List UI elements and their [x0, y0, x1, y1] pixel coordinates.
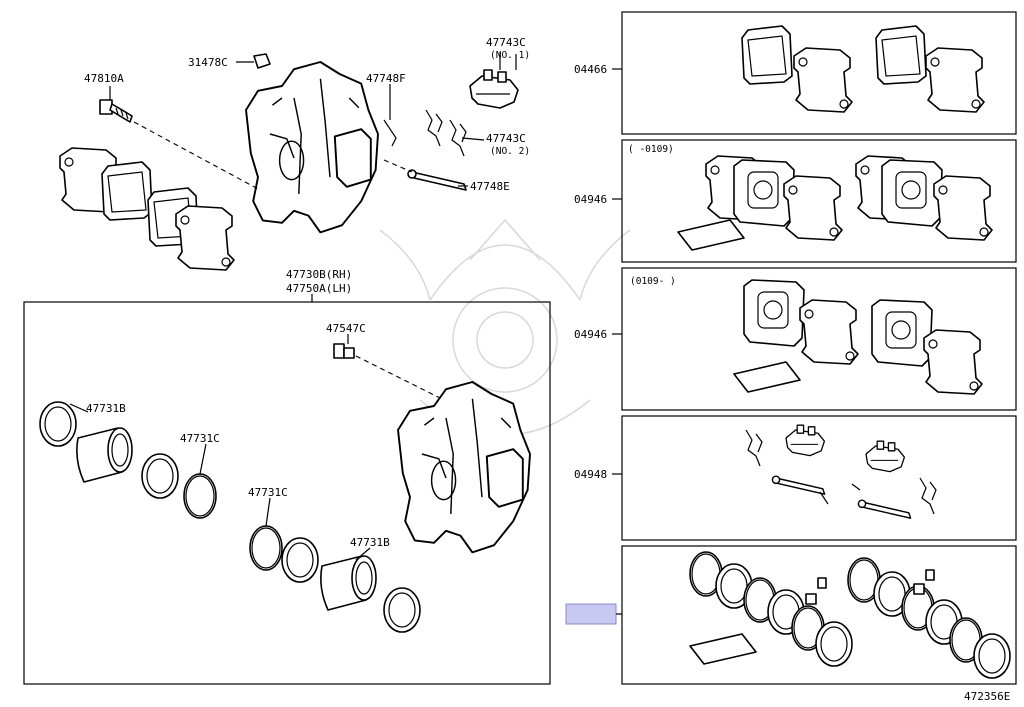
- caliper-piston: [76, 427, 133, 483]
- label-piston-b: 47731B: [350, 536, 390, 549]
- piston-seal-ring: [39, 401, 77, 447]
- pad-clip: [425, 109, 443, 147]
- label-retainer-no2-note: (NO. 2): [490, 146, 530, 157]
- piston-seal-ring: [383, 587, 421, 633]
- kit-box-1: [621, 11, 1017, 135]
- piston-o-ring: [183, 473, 217, 519]
- label-bleeder: 47547C: [326, 322, 366, 335]
- kit-2-pads: [677, 155, 993, 251]
- brake-pad: [175, 205, 235, 271]
- caliper-piston: [320, 555, 377, 611]
- kit-1-pads: [741, 25, 985, 113]
- kit-note-2: ( -0109): [628, 144, 674, 155]
- kit-4-hardware: [745, 424, 937, 519]
- piston-seal-ring: [141, 453, 179, 499]
- brake-pad: [101, 161, 153, 221]
- lower-assembly: [39, 334, 531, 633]
- grease-packet: [677, 219, 745, 251]
- caliper-pin: [407, 169, 467, 191]
- label-retainer-no1: 47743C: [486, 36, 526, 49]
- piston-o-ring: [249, 525, 283, 571]
- label-screw: 47810A: [84, 72, 124, 85]
- bleeder-cap: [253, 53, 271, 69]
- label-piston-a: 47731B: [86, 402, 126, 415]
- label-cylinder-rh: 47730B(RH): [286, 268, 352, 281]
- mounting-bolt: [99, 99, 133, 123]
- grease-packet: [689, 633, 757, 665]
- kit-code-1: 04466: [574, 63, 607, 76]
- caliper-body: [397, 381, 531, 554]
- upper-assembly: [59, 52, 519, 271]
- kit-3-shims: [733, 279, 983, 395]
- pin-clip: [383, 119, 397, 147]
- kit-box-4: [621, 415, 1017, 541]
- label-retainer-no1-note: (NO. 1): [490, 50, 530, 61]
- label-seal-a: 47731C: [180, 432, 220, 445]
- label-cap: 31478C: [188, 56, 228, 69]
- caliper-body: [245, 61, 379, 234]
- bleeder-plug: [333, 343, 355, 359]
- cylinder-assembly-box: [23, 301, 551, 685]
- label-seal-b: 47731C: [248, 486, 288, 499]
- kit-code-2: 04946: [574, 193, 607, 206]
- kit-box-3: [621, 267, 1017, 411]
- kit-code-3: 04946: [574, 328, 607, 341]
- grease-packet: [733, 361, 801, 393]
- label-pin2: 47748E: [470, 180, 510, 193]
- pad-retainer: [469, 69, 519, 109]
- kit-box-2: [621, 139, 1017, 263]
- label-cylinder-lh: 47750A(LH): [286, 282, 352, 295]
- selected-kit-highlight[interactable]: [565, 603, 617, 625]
- kit-note-3: (0109- ): [630, 276, 676, 287]
- diagram-code: 472356E: [964, 690, 1010, 703]
- kit-box-5: [621, 545, 1017, 685]
- kit-5-seals: [689, 551, 1011, 679]
- label-retainer-no2: 47743C: [486, 132, 526, 145]
- kit-code-4: 04948: [574, 468, 607, 481]
- label-pin: 47748F: [366, 72, 406, 85]
- piston-seal-ring: [281, 537, 319, 583]
